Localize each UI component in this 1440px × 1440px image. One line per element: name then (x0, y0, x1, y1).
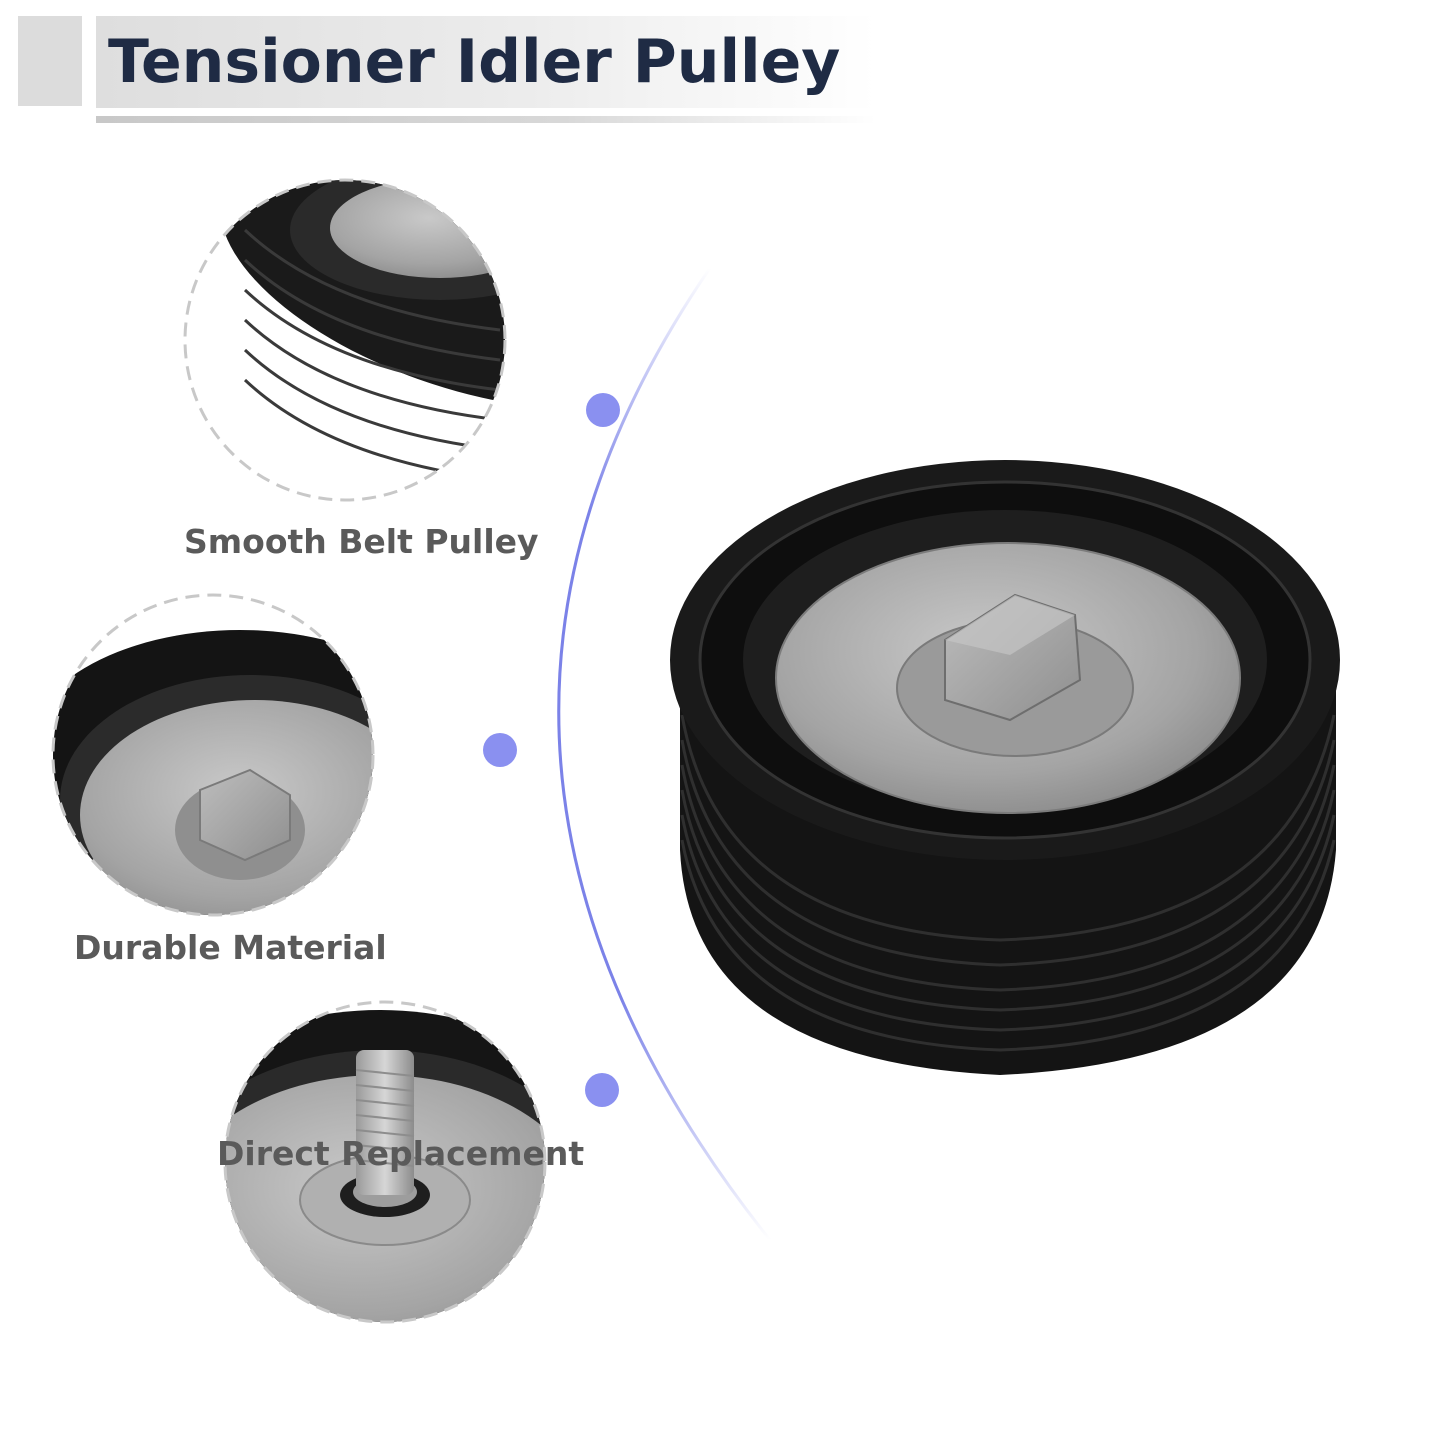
detail-image-grooves (183, 178, 507, 502)
feature-label-smooth-belt-pulley: Smooth Belt Pulley (184, 522, 539, 561)
feature-label-direct-replacement: Direct Replacement (217, 1134, 585, 1173)
main-product-pulley (670, 460, 1340, 1075)
connector-dot (585, 1073, 619, 1107)
connector-arc (557, 267, 772, 1241)
title-accent-block (18, 16, 82, 106)
detail-image-stud (223, 1000, 547, 1324)
page-title: Tensioner Idler Pulley (108, 27, 841, 97)
connector-dot (586, 393, 620, 427)
title-banner (96, 16, 876, 108)
connector-dot (483, 733, 517, 767)
title-underline (96, 116, 876, 123)
feature-label-durable-material: Durable Material (74, 928, 387, 967)
detail-image-bolt (51, 593, 375, 917)
